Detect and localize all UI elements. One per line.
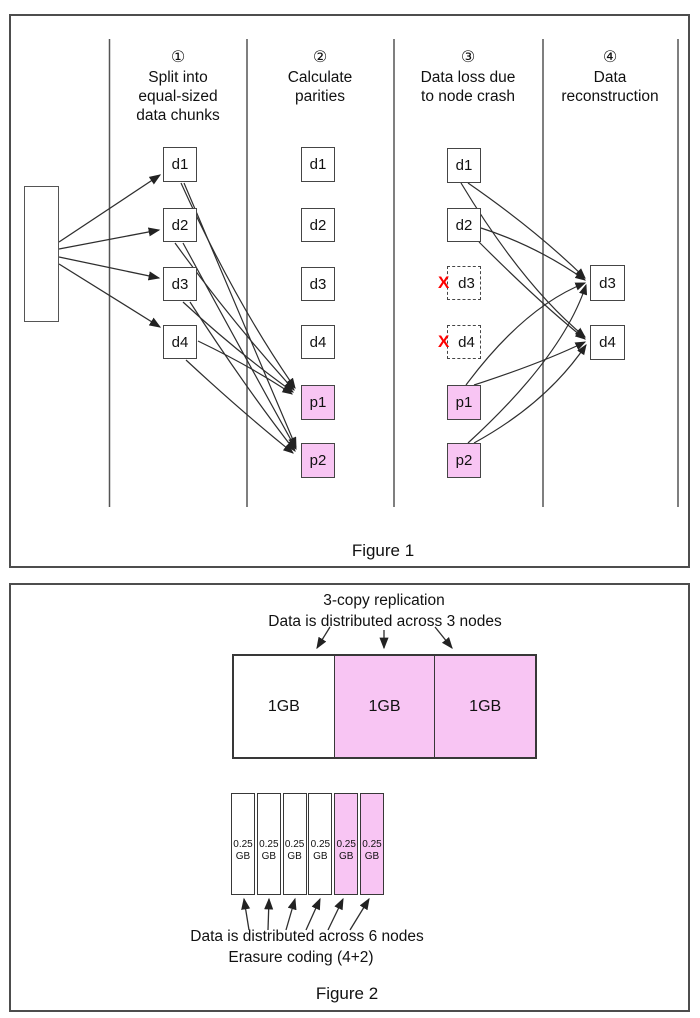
col2-parity-p1: p1 [301, 385, 335, 420]
step2-line2: parities [295, 88, 345, 105]
col3-parity-p2: p2 [447, 443, 481, 478]
col3-parity-p1: p1 [447, 385, 481, 420]
figure-1-panel: ① Split into equal-sized data chunks ② C… [9, 14, 690, 568]
erasure-node-4-unit: GB [313, 851, 328, 862]
erasure-node-6-size: 0.25 [362, 839, 382, 850]
erasure-node-3-unit: GB [287, 851, 302, 862]
col1-chunk-d2: d2 [163, 208, 197, 242]
replica-node-2-label: 1GB [368, 697, 401, 715]
step3-header: ③ Data loss due to node crash [393, 49, 543, 106]
col1-chunk-d3: d3 [163, 267, 197, 301]
col1-chunk-d1-label: d1 [171, 156, 189, 173]
erasure-arrows [241, 897, 370, 931]
col4-chunk-d4-label: d4 [599, 334, 616, 351]
replica-node-3-label: 1GB [469, 697, 502, 715]
step3-line1: Data loss due [420, 69, 516, 86]
step4-line1: Data [593, 69, 627, 86]
erasure-node-1-size: 0.25 [233, 839, 253, 850]
col3-lost-d3: X d3 [438, 266, 481, 300]
figure-2-panel: 3-copy replication Data is distributed a… [9, 583, 690, 1012]
col2-chunk-d1-label: d1 [309, 156, 327, 173]
col1-chunk-d4-label: d4 [171, 333, 189, 351]
col3-lost-d4-label: d4 [458, 333, 475, 351]
erasure-node-row: 0.25 GB 0.25 GB 0.25 GB 0.25 GB 0.25 GB … [231, 793, 384, 895]
erasure-subtitle: Erasure coding (4+2) [228, 949, 374, 966]
erasure-node-5-unit: GB [338, 851, 354, 862]
col3-chunk-d2: d2 [447, 208, 481, 242]
replica-node-3: 1GB [434, 656, 536, 757]
erasure-node-2-unit: GB [261, 851, 277, 862]
replication-subtitle: Data is distributed across 3 nodes [268, 613, 502, 630]
step3-line2: to node crash [421, 88, 515, 105]
col2-chunk-d2: d2 [301, 208, 335, 242]
col1-chunk-d3-label: d3 [171, 275, 189, 293]
erasure-node-6: 0.25 GB [359, 793, 384, 895]
col3-parity-p2-label: p2 [455, 452, 473, 469]
erasure-node-6-unit: GB [364, 851, 380, 862]
step2-line1: Calculate [287, 69, 353, 86]
col3-chunk-d2-label: d2 [455, 216, 473, 234]
col3-parity-p1-label: p1 [455, 394, 473, 411]
replication-arrows [316, 626, 453, 650]
erasure-node-1-unit: GB [235, 851, 251, 862]
step4-number: ④ [602, 49, 618, 66]
col2-parity-p2: p2 [301, 443, 335, 478]
replica-node-2: 1GB [333, 656, 435, 757]
source-data-rect [24, 186, 59, 322]
erasure-node-4: 0.25 GB [308, 793, 333, 895]
erasure-title: Data is distributed across 6 nodes [190, 928, 424, 945]
step1-line3: data chunks [136, 107, 220, 124]
figure-1-caption: Figure 1 [351, 541, 415, 560]
erasure-node-3-size: 0.25 [284, 839, 305, 850]
reconstruction-arrows [460, 182, 588, 444]
col2-chunk-d4: d4 [301, 325, 335, 359]
col3-chunk-d1-label: d1 [455, 157, 473, 174]
figure-2-caption: Figure 2 [315, 984, 379, 1003]
step1-number: ① [170, 49, 186, 66]
col2-parity-p1-label: p1 [309, 394, 327, 411]
col4-chunk-d4: d4 [590, 325, 625, 360]
col2-chunk-d3-label: d3 [309, 275, 327, 293]
step4-header: ④ Data reconstruction [535, 49, 685, 106]
step1-line2: equal-sized [138, 88, 218, 105]
erasure-node-2-size: 0.25 [259, 839, 279, 850]
erasure-node-1: 0.25 GB [231, 793, 255, 895]
erasure-node-4-size: 0.25 [310, 839, 331, 850]
step1-line1: Split into [148, 69, 208, 86]
step2-header: ② Calculate parities [245, 49, 395, 106]
erasure-node-2: 0.25 GB [256, 793, 281, 895]
col1-chunk-d4: d4 [163, 325, 197, 359]
replica-node-1: 1GB [234, 656, 334, 757]
col4-chunk-d3-label: d3 [599, 274, 616, 292]
col2-parity-p2-label: p2 [309, 452, 327, 469]
figure-1-connectors [58, 39, 679, 507]
replication-node-row: 1GB 1GB 1GB [232, 654, 537, 759]
erasure-node-3: 0.25 GB [282, 793, 307, 895]
replication-title: 3-copy replication [323, 592, 445, 609]
col3-lost-d4: X d4 [438, 325, 481, 359]
col2-chunk-d3: d3 [301, 267, 335, 301]
replica-node-1-label: 1GB [267, 697, 300, 715]
col3-chunk-d1: d1 [447, 148, 481, 183]
step1-header: ① Split into equal-sized data chunks [103, 49, 253, 125]
figure-2-connectors [241, 626, 453, 931]
col2-chunk-d1: d1 [301, 147, 335, 182]
red-x-icon: X [438, 273, 450, 293]
split-arrows [58, 174, 162, 328]
col2-chunk-d2-label: d2 [309, 216, 327, 234]
step4-line2: reconstruction [561, 88, 659, 105]
column-dividers [108, 39, 679, 507]
step3-number: ③ [460, 49, 476, 66]
col4-chunk-d3: d3 [590, 265, 625, 301]
step2-number: ② [312, 49, 328, 66]
col3-lost-d3-label: d3 [458, 274, 475, 292]
erasure-node-5: 0.25 GB [334, 793, 359, 895]
col1-chunk-d1: d1 [163, 147, 197, 182]
parity-arrows [174, 182, 297, 454]
erasure-node-5-size: 0.25 [336, 839, 356, 850]
col2-chunk-d4-label: d4 [309, 333, 327, 351]
red-x-icon: X [438, 332, 450, 352]
col1-chunk-d2-label: d2 [171, 216, 189, 234]
